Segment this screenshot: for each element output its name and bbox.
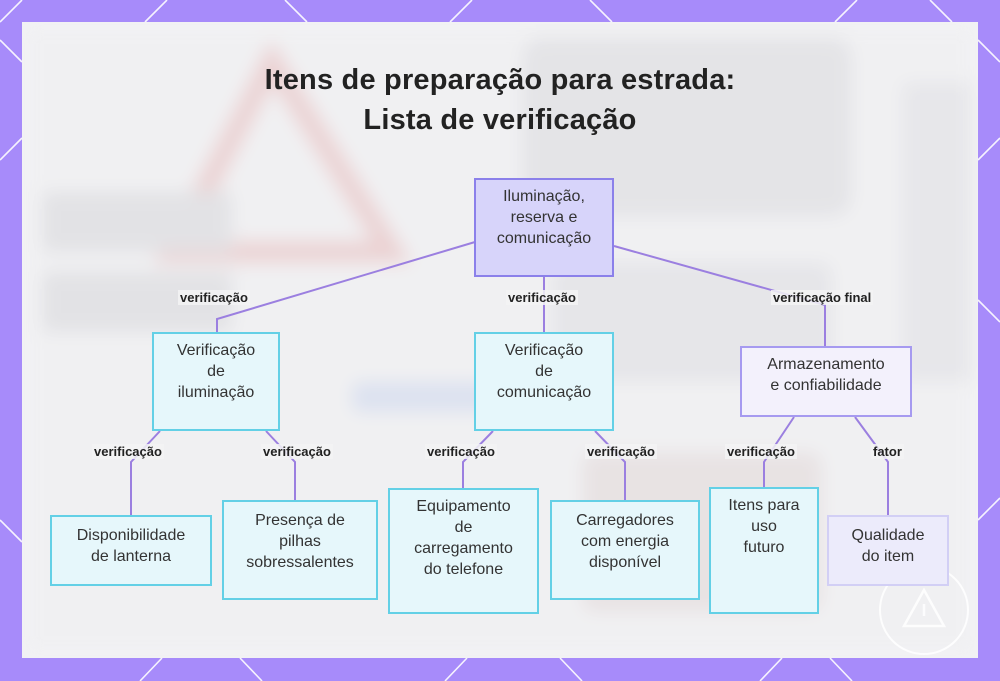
edge-label-storage-future: verificação [725, 444, 797, 459]
edge-communication-phone [462, 430, 494, 488]
page-title-line-1: Itens de preparação para estrada: [264, 64, 736, 96]
edge-root-storage [613, 245, 826, 346]
edge-label-lighting-flashlight: verificação [92, 444, 164, 459]
edge-lighting-flashlight [130, 430, 161, 515]
edge-storage-future [763, 416, 795, 487]
edge-lighting-batteries [265, 430, 296, 500]
edge-label-communication-phone: verificação [425, 444, 497, 459]
page-title-line-2: Lista de verificação [363, 104, 637, 136]
edge-label-root-storage: verificação final [771, 290, 874, 305]
edge-label-storage-quality: fator [871, 444, 904, 459]
edge-label-root-communication: verificação [506, 290, 578, 305]
edge-label-communication-chargers: verificação [585, 444, 657, 459]
edge-storage-quality [854, 416, 889, 515]
edge-communication-chargers [594, 430, 626, 500]
edge-root-lighting [216, 241, 476, 332]
edge-label-lighting-batteries: verificação [261, 444, 333, 459]
edge-label-root-lighting: verificação [178, 290, 250, 305]
